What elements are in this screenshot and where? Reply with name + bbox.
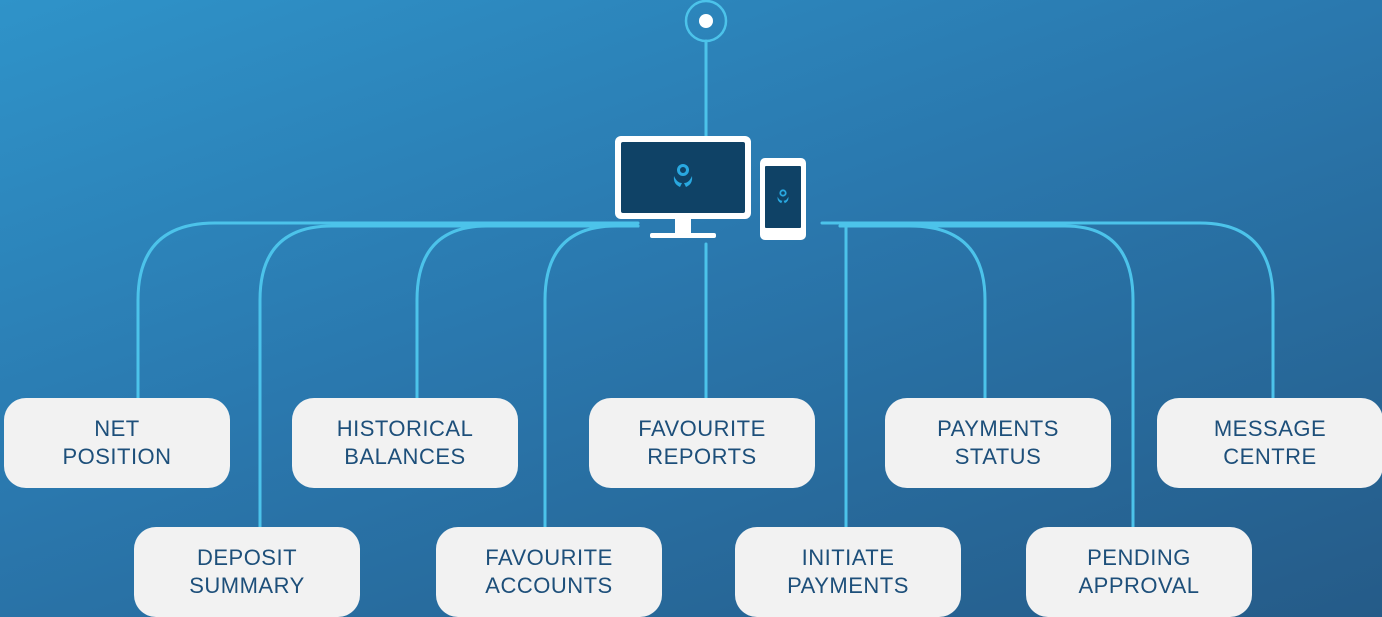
desktop-monitor-icon [615, 136, 751, 238]
favourite-accounts-label: FAVOURITE ACCOUNTS [485, 545, 613, 598]
historical-balances-box: HISTORICAL BALANCES [292, 398, 518, 488]
historical-balances-label: HISTORICAL BALANCES [336, 416, 474, 469]
favourite-reports-label: FAVOURITE REPORTS [638, 416, 766, 469]
payments-status-box: PAYMENTS STATUS [885, 398, 1111, 488]
message-centre-label: MESSAGE CENTRE [1213, 416, 1327, 469]
message-centre-box: MESSAGE CENTRE [1157, 398, 1382, 488]
favourite-reports-box: FAVOURITE REPORTS [589, 398, 815, 488]
net-position-box: NET POSITION [4, 398, 230, 488]
pending-approval-label: PENDING APPROVAL [1078, 545, 1200, 598]
connector-historical-balances [415, 224, 640, 400]
connector-net-position [136, 221, 640, 400]
connector-payments-status [838, 224, 987, 400]
brand-logo-icon [777, 189, 789, 204]
initiate-payments-label: INITIATE PAYMENTS [787, 545, 909, 598]
brand-logo-icon [673, 164, 693, 187]
pending-approval-box: PENDING APPROVAL [1026, 527, 1252, 617]
net-position-label: NET POSITION [62, 416, 172, 469]
favourite-accounts-box: FAVOURITE ACCOUNTS [436, 527, 662, 617]
mobile-phone-icon [760, 158, 806, 240]
connector-pending-approval [838, 224, 1135, 529]
payments-status-label: PAYMENTS STATUS [937, 416, 1059, 469]
deposit-summary-box: DEPOSIT SUMMARY [134, 527, 360, 617]
radio-node-icon [699, 14, 713, 28]
deposit-summary-label: DEPOSIT SUMMARY [189, 545, 305, 598]
initiate-payments-box: INITIATE PAYMENTS [735, 527, 961, 617]
connector-favourite-accounts [543, 224, 640, 529]
connector-deposit-summary [258, 224, 640, 529]
connector-initiate-payments [820, 221, 1275, 400]
